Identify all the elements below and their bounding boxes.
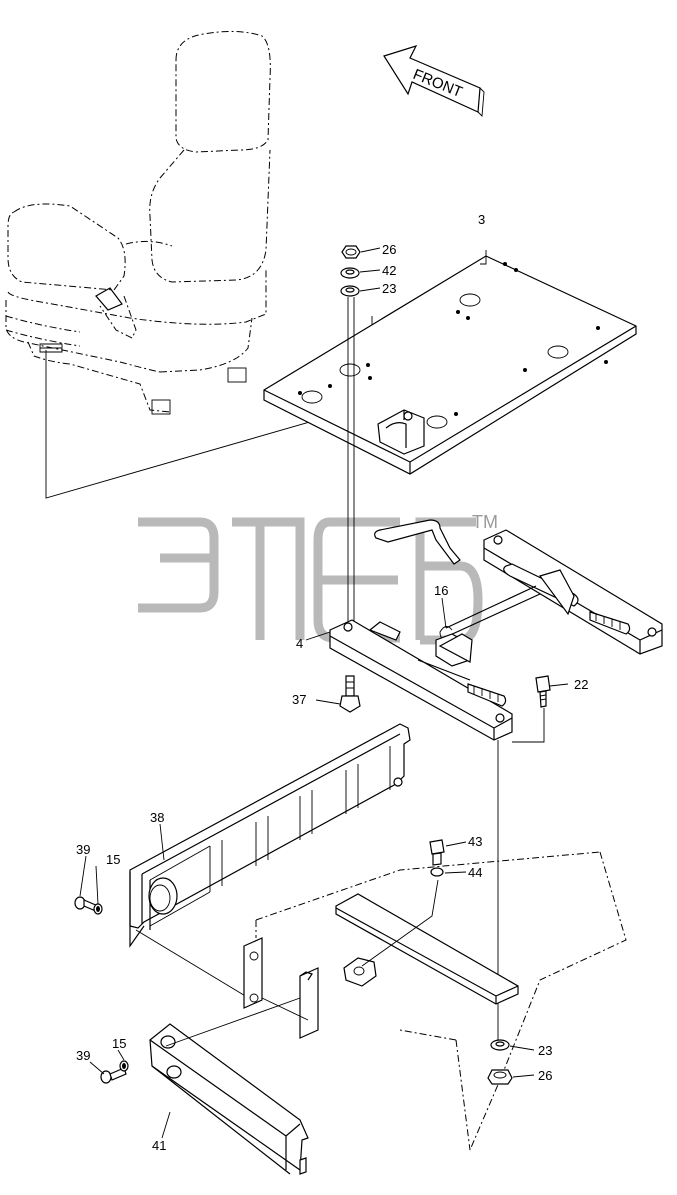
bolt-37: [339, 675, 361, 713]
screw-39-lower: [100, 1060, 129, 1084]
callout-41: 41: [152, 1138, 166, 1153]
bottom-washer-nut: [487, 1039, 513, 1085]
callout-16: 16: [434, 583, 448, 598]
seat-bracket-plate: [263, 255, 637, 475]
callout-15-upper: 15: [106, 852, 120, 867]
callout-37: 37: [292, 692, 306, 707]
front-cover-41: [149, 1023, 309, 1175]
callout-15-lower: 15: [112, 1036, 126, 1051]
machine-frame: [243, 851, 627, 1151]
callout-44: 44: [468, 865, 482, 880]
top-nut-washers: [340, 245, 361, 297]
bolt-43: [429, 839, 445, 877]
callout-39-lower: 39: [76, 1048, 90, 1063]
watermark-logo: TM: [138, 512, 498, 645]
callout-22: 22: [574, 677, 588, 692]
front-arrow: FRONT: [383, 45, 485, 118]
callout-38: 38: [150, 810, 164, 825]
slide-rail-assembly: [329, 519, 663, 741]
callout-4: 4: [296, 636, 303, 651]
callout-3: 3: [478, 212, 485, 227]
callout-42: 42: [382, 263, 396, 278]
side-cover-38: [129, 723, 411, 948]
callout-23-top: 23: [382, 281, 396, 296]
callout-26-bottom: 26: [538, 1068, 552, 1083]
leader-lines: [79, 247, 569, 1139]
operator-seat: [5, 30, 271, 415]
bolt-22: [535, 675, 551, 708]
front-label: FRONT: [411, 66, 465, 101]
screw-39-upper: [74, 896, 103, 915]
callout-23-bottom: 23: [538, 1043, 552, 1058]
watermark-tm: TM: [472, 512, 498, 532]
callout-43: 43: [468, 834, 482, 849]
callout-39-upper: 39: [76, 842, 90, 857]
callout-26-top: 26: [382, 242, 396, 257]
